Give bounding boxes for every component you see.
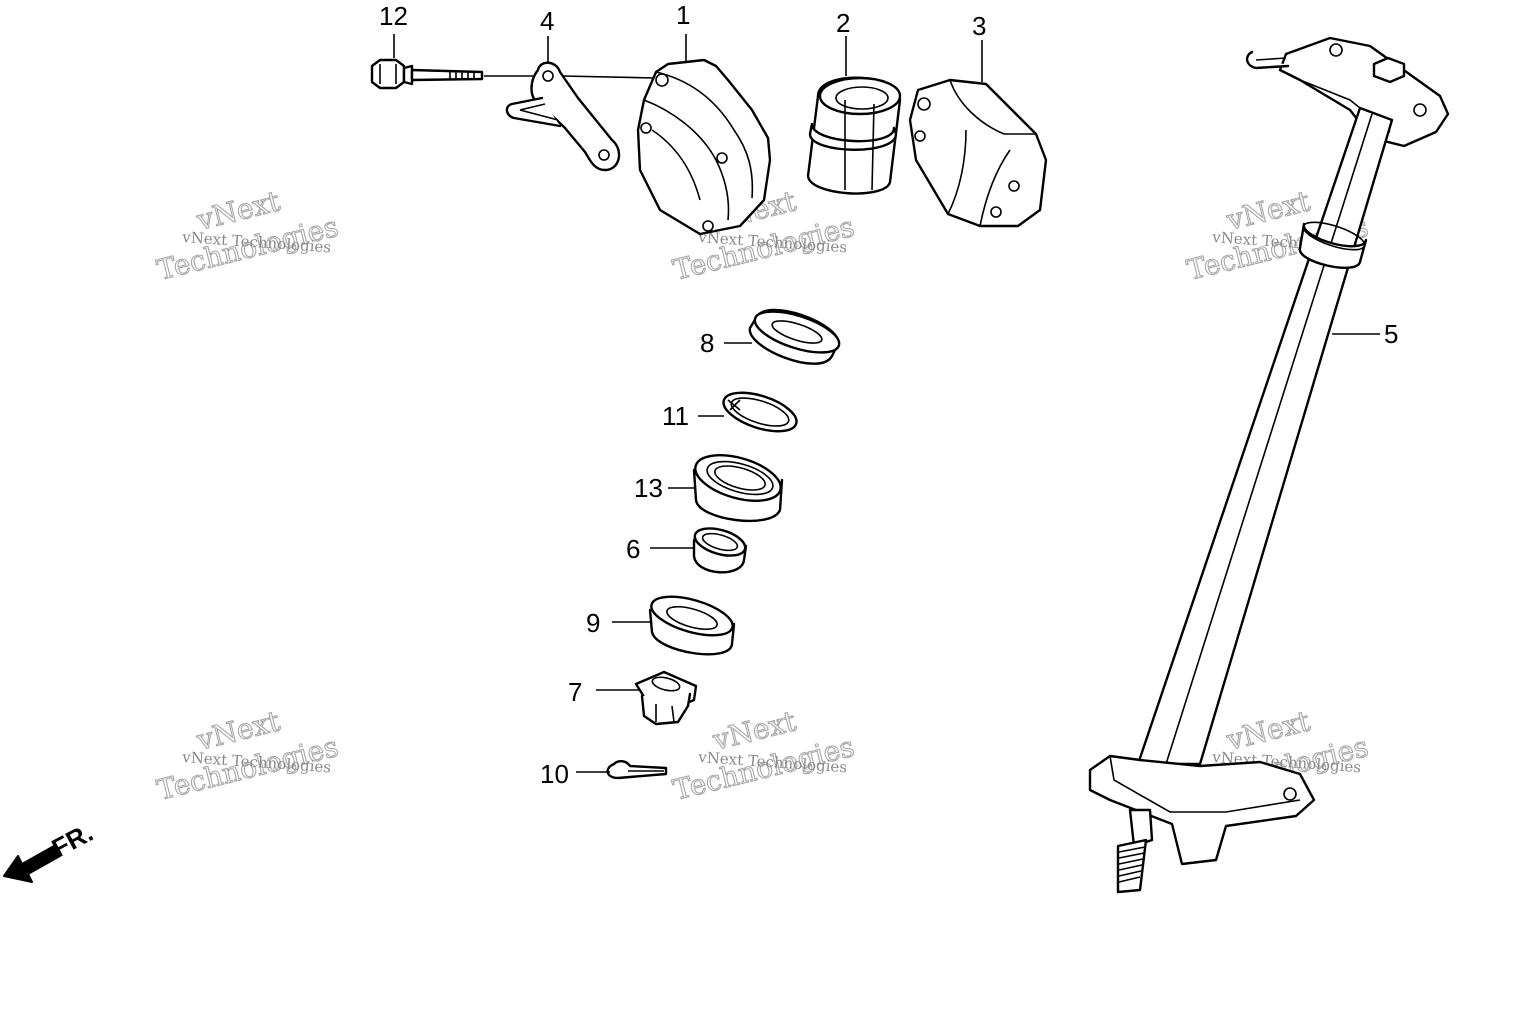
part-7-nut	[634, 670, 698, 726]
watermark: vNext Technologies vNext Technologies	[153, 704, 342, 808]
callout-9: 9	[586, 608, 600, 638]
part-5-steering-shaft	[1088, 36, 1450, 894]
callout-8: 8	[700, 328, 714, 358]
part-4-upper-holder	[636, 58, 772, 236]
part-8-seal	[748, 308, 841, 365]
watermark: vNext Technologies vNext Technologies	[153, 184, 342, 288]
part-1-lock-plate	[505, 61, 621, 172]
callout-7: 7	[568, 677, 582, 707]
callout-1: 4	[540, 6, 554, 36]
part-11-circlip	[722, 391, 798, 433]
callout-10: 10	[540, 759, 569, 789]
callout-11: 11	[662, 401, 689, 431]
part-10-cotter-pin	[606, 760, 668, 780]
callout-2: 2	[836, 8, 850, 38]
leader-1-axis	[561, 75, 655, 79]
watermark: vNext Technologies vNext Technologies	[669, 704, 858, 808]
callout-4: 1	[676, 0, 690, 30]
callout-13: 13	[634, 473, 663, 503]
part-13-bearing	[692, 454, 784, 523]
part-2-bushing	[806, 76, 902, 195]
front-direction-arrow: FR.	[3, 817, 98, 883]
callout-3: 3	[972, 11, 986, 41]
part-3-lower-holder	[908, 78, 1048, 228]
part-6-spacer	[692, 527, 748, 574]
callout-12: 12	[379, 1, 408, 31]
part-12-bolt	[370, 58, 484, 90]
callout-5: 5	[1384, 319, 1398, 349]
part-9-seal	[648, 595, 736, 656]
callout-6: 6	[626, 534, 640, 564]
